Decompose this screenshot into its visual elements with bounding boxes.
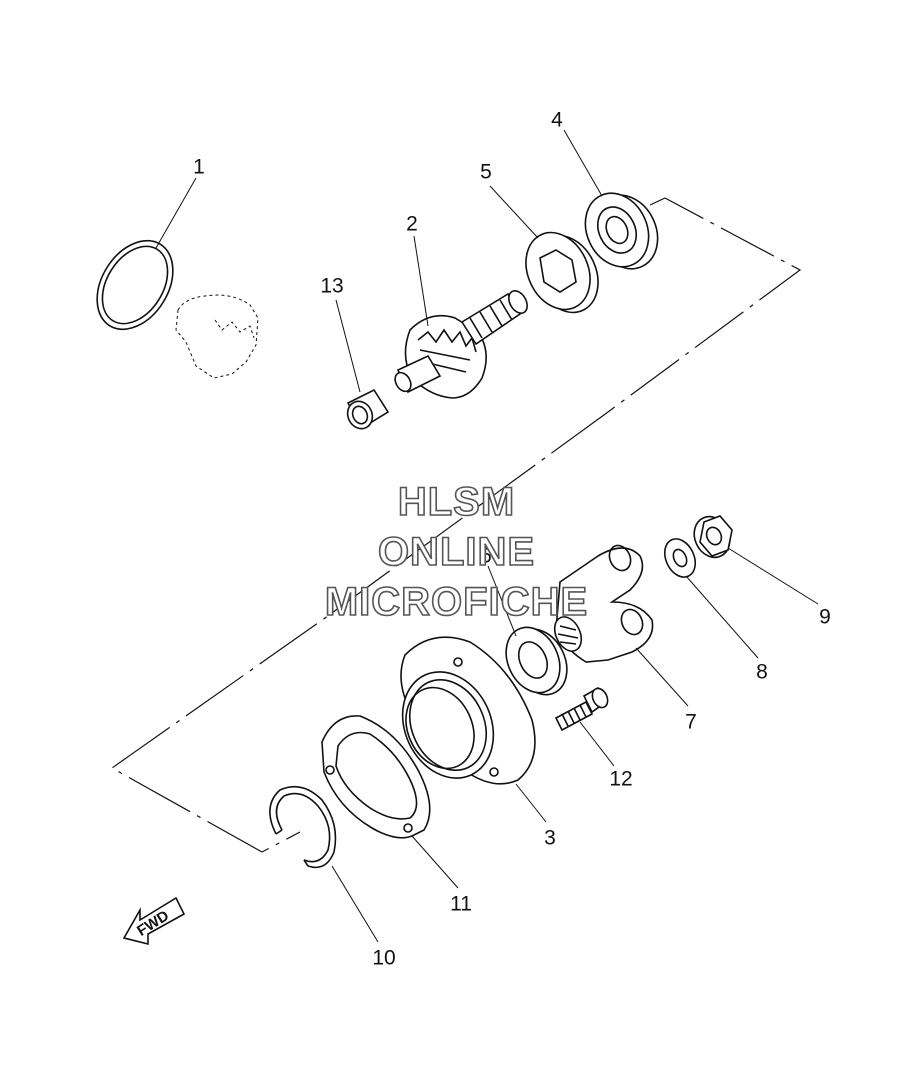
part-12-bolt — [554, 686, 609, 732]
part-8-washer — [663, 538, 697, 578]
part-number-7: 7 — [685, 710, 697, 734]
fwd-arrow — [122, 896, 186, 946]
part-10-circlip — [269, 785, 337, 869]
part-9-nut — [693, 515, 733, 559]
part-6-oil-seal — [505, 626, 568, 696]
phantom-gear — [175, 294, 259, 379]
part-number-13: 13 — [320, 274, 344, 298]
leader-lines — [155, 129, 819, 943]
part-number-10: 10 — [372, 946, 396, 970]
part-number-1: 1 — [193, 155, 205, 179]
part-number-9: 9 — [819, 605, 831, 629]
part-5-oil-seal — [525, 231, 599, 314]
part-number-4: 4 — [551, 108, 563, 132]
part-3-housing — [400, 636, 536, 785]
part-7-yoke — [553, 544, 654, 663]
part-number-5: 5 — [480, 160, 492, 184]
watermark-line-1: HLSM — [397, 480, 516, 524]
part-number-12: 12 — [609, 767, 633, 791]
part-4-ball-bearing — [584, 192, 659, 270]
part-number-6: 6 — [480, 544, 492, 568]
part-1-o-ring — [96, 239, 174, 331]
assembly-outline — [110, 197, 802, 853]
part-number-8: 8 — [756, 660, 768, 684]
part-2-gear-shaft — [394, 290, 528, 399]
part-11-gasket — [321, 715, 431, 839]
part-number-3: 3 — [544, 826, 556, 850]
watermark-line-2: ONLINE — [377, 530, 536, 574]
part-13-bearing — [346, 388, 390, 430]
part-number-2: 2 — [406, 212, 418, 236]
watermark-line-3: MICROFICHE — [324, 580, 589, 624]
part-number-11: 11 — [450, 892, 472, 916]
